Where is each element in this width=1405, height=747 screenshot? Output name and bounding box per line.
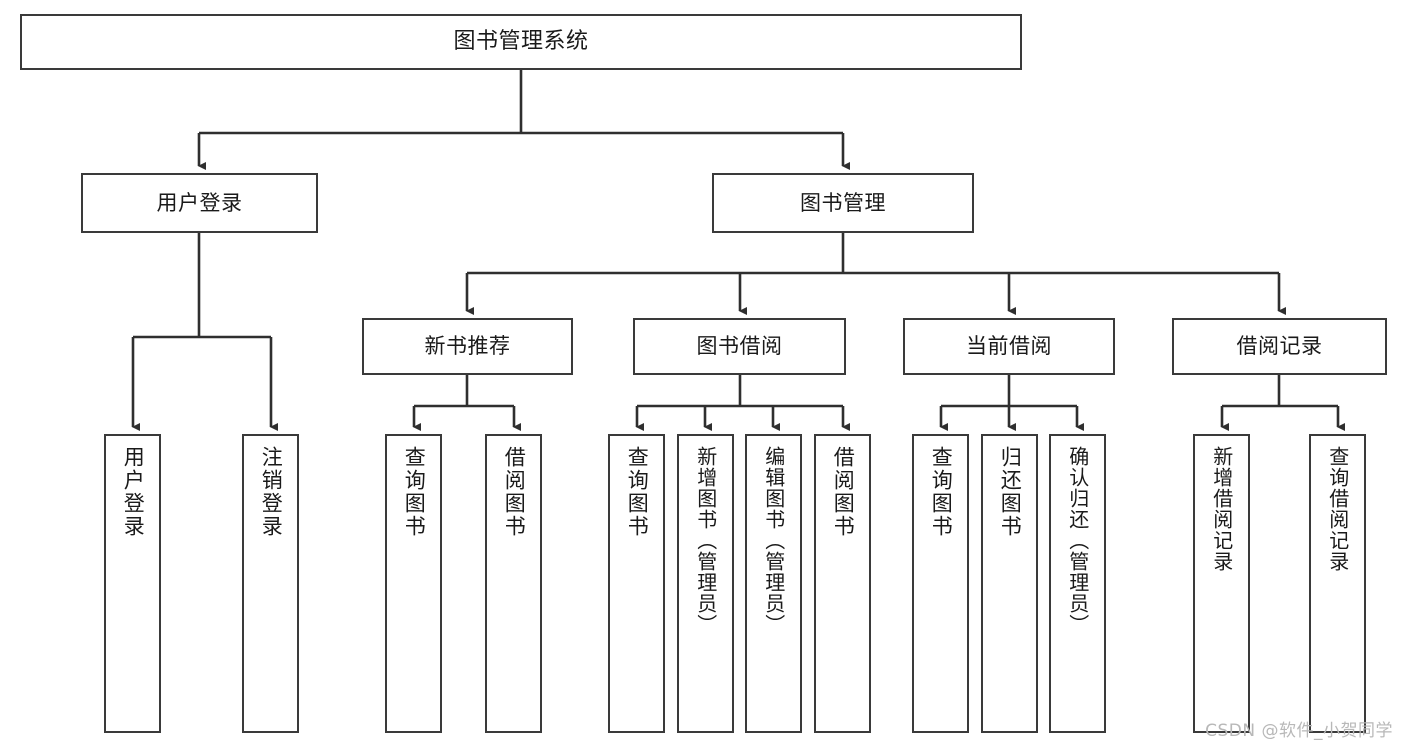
watermark-text: CSDN @软件_小贺同学 (1205, 721, 1393, 741)
node-label: 借阅图书 (502, 446, 527, 538)
node-label: 用户登录 (156, 190, 243, 215)
leaf-edit-book-admin[interactable]: 编辑图书（管理员） (745, 434, 802, 733)
node-label: 查询借阅记录 (1325, 446, 1350, 572)
leaf-add-borrow-record[interactable]: 新增借阅记录 (1193, 434, 1250, 733)
leaf-return-book[interactable]: 归还图书 (981, 434, 1038, 733)
node-label: 确认归还（管理员） (1065, 446, 1090, 635)
node-label: 新增借阅记录 (1209, 446, 1234, 572)
node-label: 编辑图书（管理员） (761, 446, 786, 635)
node-label: 查询图书 (625, 446, 650, 538)
node-borrow-record[interactable]: 借阅记录 (1172, 318, 1387, 375)
node-label: 借阅记录 (1236, 334, 1323, 359)
node-label: 新书推荐 (424, 334, 511, 359)
node-label: 查询图书 (929, 446, 954, 538)
node-label: 图书借阅 (696, 334, 783, 359)
node-label: 用户登录 (121, 446, 146, 538)
leaf-add-book-admin[interactable]: 新增图书（管理员） (677, 434, 734, 733)
node-book-borrow[interactable]: 图书借阅 (633, 318, 846, 375)
node-root-system[interactable]: 图书管理系统 (20, 14, 1022, 70)
node-label: 借阅图书 (831, 446, 856, 538)
leaf-query-book-borrow[interactable]: 查询图书 (608, 434, 665, 733)
node-label: 查询图书 (402, 446, 427, 538)
leaf-confirm-return-admin[interactable]: 确认归还（管理员） (1049, 434, 1106, 733)
node-label: 新增图书（管理员） (693, 446, 718, 635)
node-label: 归还图书 (998, 446, 1023, 538)
node-new-book-recommend[interactable]: 新书推荐 (362, 318, 573, 375)
node-current-borrow[interactable]: 当前借阅 (903, 318, 1115, 375)
leaf-query-borrow-record[interactable]: 查询借阅记录 (1309, 434, 1366, 733)
node-user-login[interactable]: 用户登录 (81, 173, 318, 233)
leaf-borrow-book-recommend[interactable]: 借阅图书 (485, 434, 542, 733)
leaf-user-login[interactable]: 用户登录 (104, 434, 161, 733)
node-label: 当前借阅 (966, 334, 1052, 359)
leaf-borrow-book-borrow[interactable]: 借阅图书 (814, 434, 871, 733)
node-book-management[interactable]: 图书管理 (712, 173, 974, 233)
leaf-query-book-recommend[interactable]: 查询图书 (385, 434, 442, 733)
node-label: 图书管理系统 (453, 28, 589, 54)
leaf-logout[interactable]: 注销登录 (242, 434, 299, 733)
node-label: 图书管理 (800, 190, 886, 215)
node-label: 注销登录 (259, 446, 284, 538)
leaf-query-book-current[interactable]: 查询图书 (912, 434, 969, 733)
